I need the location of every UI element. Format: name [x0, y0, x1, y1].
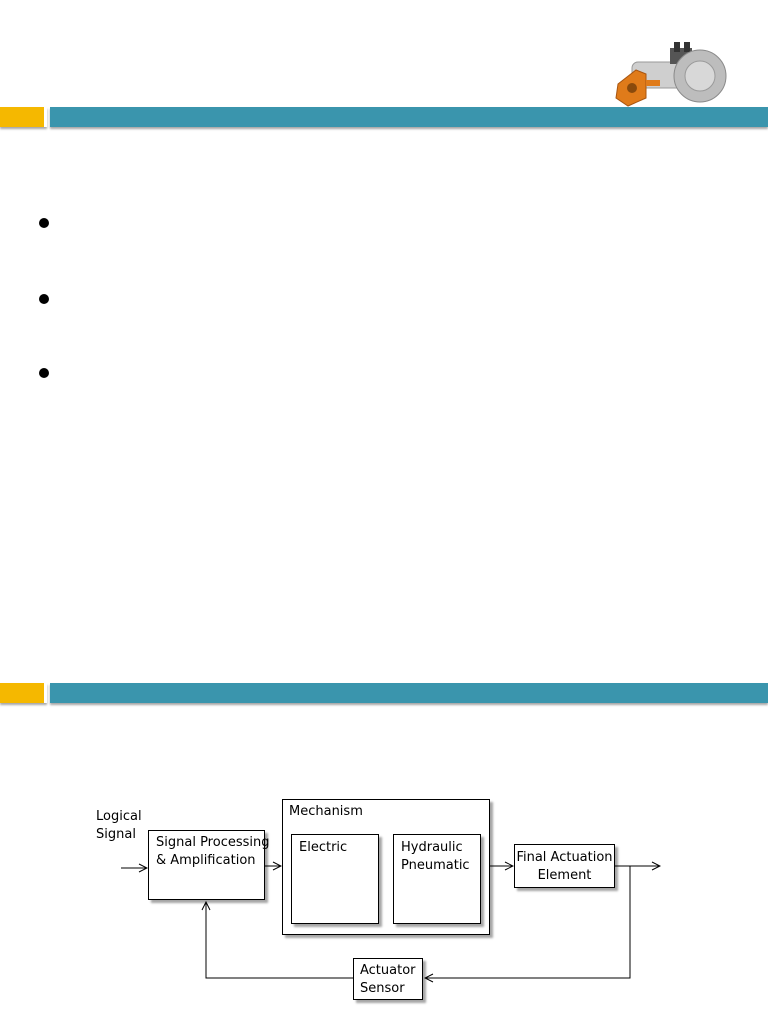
- signal-processing-line1: Signal Processing: [156, 835, 270, 850]
- header-accent-teal: [50, 107, 768, 127]
- electric-label: Electric: [299, 840, 348, 855]
- final-actuation-box: [514, 844, 615, 888]
- lego-servo-motor-icon: [615, 42, 727, 107]
- electric-box: [291, 834, 379, 924]
- sensor-to-sp-line: [206, 902, 353, 979]
- hydraulic-pneumatic-box: [393, 834, 481, 924]
- slide-2: [0, 580, 768, 1024]
- input-label-line1: Logical: [96, 809, 142, 824]
- input-label-line2: Signal: [96, 827, 136, 842]
- actuator-sensor-line2: Sensor: [360, 981, 405, 996]
- bullet-1: [39, 218, 49, 228]
- header-accent-orange: [0, 683, 47, 703]
- bullet-2: [39, 294, 49, 304]
- actuator-sensor-box: [353, 958, 423, 1000]
- signal-processing-line2: & Amplification: [156, 853, 256, 868]
- header-accent-orange: [0, 107, 47, 127]
- actuator-sensor-line1: Actuator: [360, 963, 416, 978]
- pneumatic-label: Pneumatic: [401, 858, 470, 873]
- mechanism-title: Mechanism: [289, 804, 363, 819]
- final-actuation-line1: Final Actuation: [516, 850, 613, 865]
- feedback-to-sensor-line: [425, 866, 631, 978]
- final-actuation-line2: Element: [537, 868, 592, 883]
- bullet-3: [39, 368, 49, 378]
- signal-processing-box: [148, 830, 265, 900]
- hydraulic-label: Hydraulic: [401, 840, 463, 855]
- slide-1: [0, 42, 768, 378]
- header-accent-teal: [50, 683, 768, 703]
